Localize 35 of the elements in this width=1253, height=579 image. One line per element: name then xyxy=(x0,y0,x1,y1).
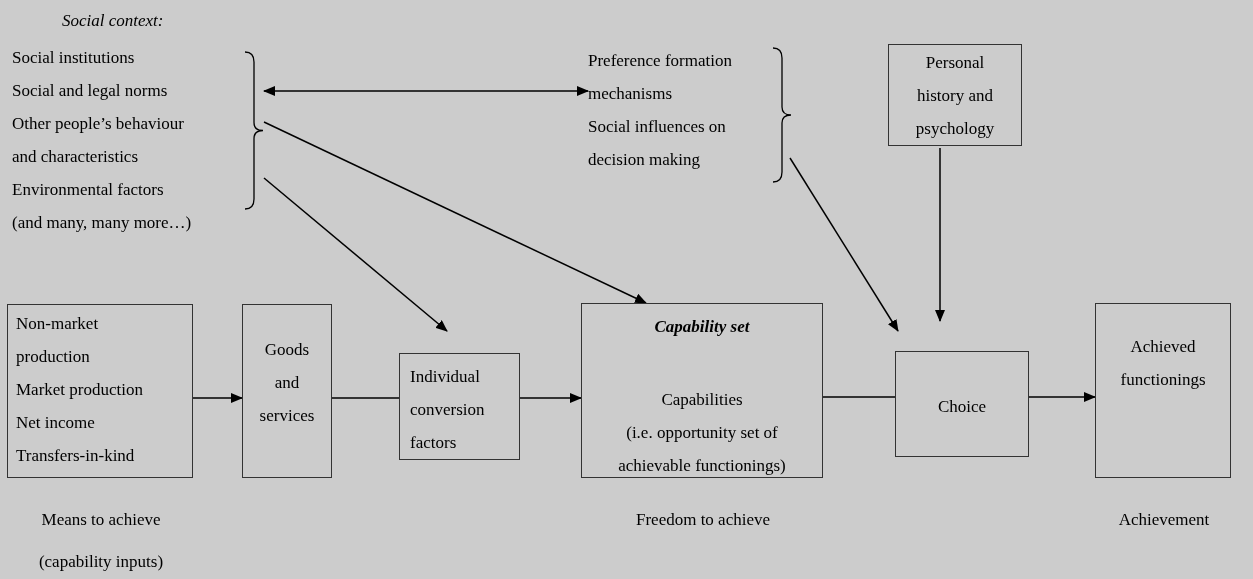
process-box xyxy=(399,353,520,460)
label-text: (i.e. opportunity set of achievable functionings) xyxy=(617,422,787,477)
heading: Capability set xyxy=(653,316,751,338)
caption-text: Achievement xyxy=(1117,509,1211,531)
caption-text: Means to achieve (capability inputs) xyxy=(37,509,165,573)
label-text: Environmental factors xyxy=(12,179,165,201)
arrow xyxy=(263,121,647,304)
label-text: Social influences on decision making xyxy=(588,116,727,171)
label-text: Social institutions xyxy=(12,47,136,69)
label-text: Non-market production xyxy=(16,313,100,368)
arrow xyxy=(263,177,448,332)
arrow xyxy=(789,157,899,332)
label-text: Transfers-in-kind xyxy=(16,445,136,467)
process-box xyxy=(888,44,1022,146)
arrow xyxy=(1028,392,1096,402)
process-box xyxy=(895,351,1029,457)
heading: Social context: xyxy=(61,10,165,32)
label-text: Net income xyxy=(16,412,96,434)
label-text: Social and legal norms xyxy=(12,80,169,102)
arrow xyxy=(263,86,589,96)
label-text: Preference formation mechanisms xyxy=(588,50,733,105)
label-text: Choice xyxy=(936,396,988,418)
label-text: Personal history and psychology xyxy=(914,52,996,140)
caption-text: Freedom to achieve xyxy=(634,509,772,531)
arrow xyxy=(519,393,582,403)
label-text: Individual conversion factors xyxy=(410,366,486,454)
label-text: Capabilities xyxy=(660,389,744,411)
label-text: (and many, many more…) xyxy=(12,212,193,234)
label-text: Other people’s behaviour and characteristics xyxy=(12,113,185,168)
process-box xyxy=(242,304,332,478)
label-text: Market production xyxy=(16,379,144,401)
arrow xyxy=(935,147,945,322)
label-text: Achieved functionings xyxy=(1119,336,1207,391)
arrow xyxy=(192,393,243,403)
label-text: Goods and services xyxy=(258,339,316,427)
